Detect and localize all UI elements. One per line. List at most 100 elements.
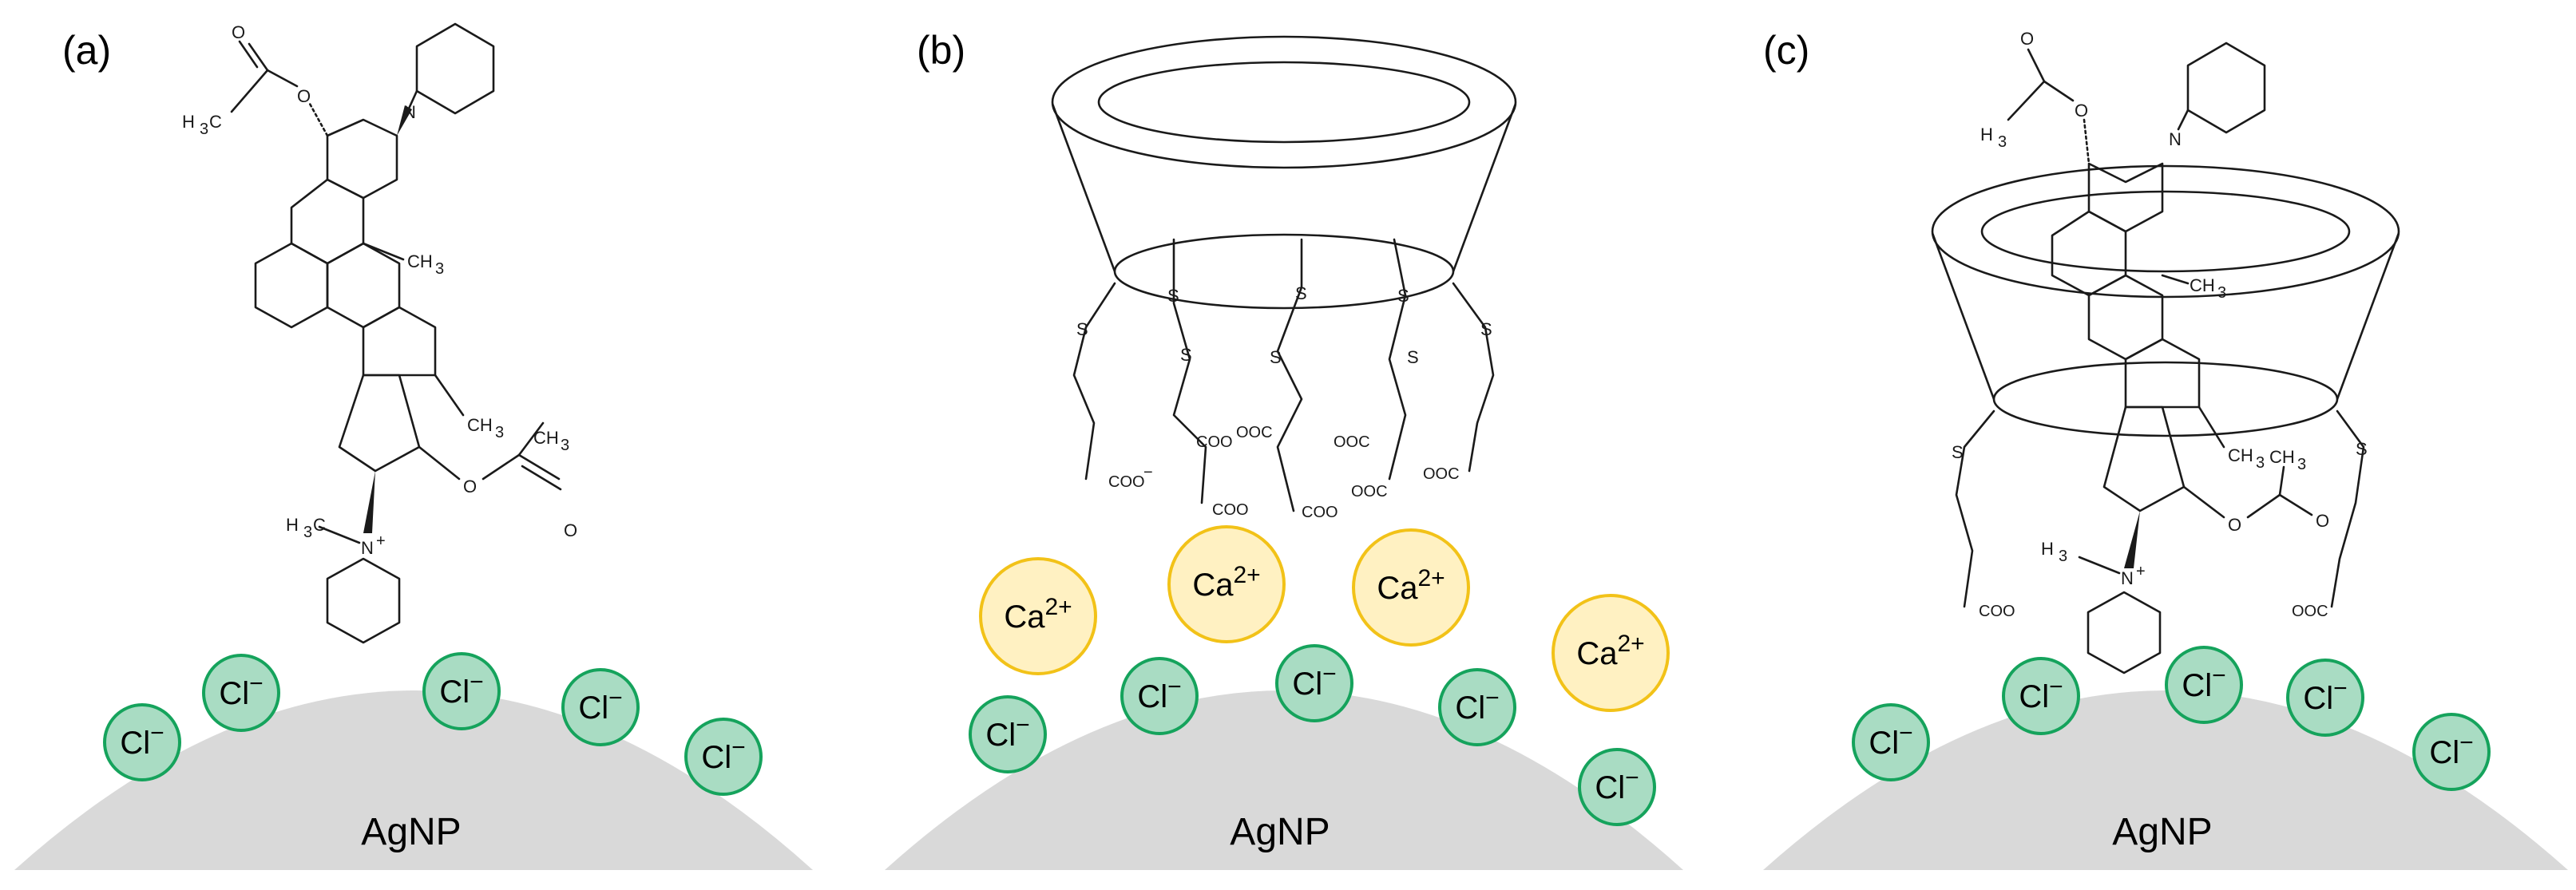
ions-layer: Cl− Cl− Cl− Cl− Cl− Cl− Cl− Cl− Cl− Cl− Cl− Cl− Cl− C… <box>103 525 2491 826</box>
chloride-ion: Cl− <box>2002 657 2080 735</box>
chloride-ion: Cl− <box>2412 713 2491 791</box>
svg-text:Cl−: Cl− <box>578 685 622 726</box>
svg-text:Cl−: Cl− <box>439 669 483 710</box>
atom-s: S <box>2356 439 2368 459</box>
chloride-ion: Cl− <box>1275 644 1353 722</box>
atom-subscript: 3 <box>200 121 208 138</box>
carboxylate-label: OOC <box>1334 433 1370 451</box>
calcium-ion: Ca2+ <box>1167 525 1286 643</box>
panel-label-c: (c) <box>1763 28 1809 73</box>
atom-ch3: CH <box>2228 445 2253 465</box>
vecuronium-molecule-c: N O O H 3 CH 3 CH 3 O O CH 3 N + H 3 <box>1980 29 2329 674</box>
atom-s: S <box>1397 286 1409 306</box>
atom-o: O <box>463 477 477 496</box>
agnp-surface-c <box>1763 690 2568 870</box>
svg-text:Cl−: Cl− <box>1869 720 1912 761</box>
atom-s: S <box>1180 345 1192 365</box>
atom-charge: + <box>2136 563 2146 580</box>
calcium-ion: Ca2+ <box>979 557 1097 675</box>
atom-s: S <box>1407 347 1419 367</box>
chloride-ion: Cl− <box>2286 659 2364 737</box>
svg-text:Cl−: Cl− <box>1137 674 1181 714</box>
panel-label-b: (b) <box>917 28 965 73</box>
atom-s: S <box>1295 283 1307 303</box>
carboxylate-label: COO <box>1196 433 1233 451</box>
atom-n: N <box>403 102 416 122</box>
chloride-ion: Cl− <box>103 703 181 781</box>
atom-ch3: CH <box>407 251 433 271</box>
atom-h3c: H <box>182 112 195 132</box>
atom-ch3: CH <box>533 428 559 448</box>
atom-n-plus: N <box>2121 568 2134 588</box>
calcium-ion: Ca2+ <box>1352 528 1470 647</box>
atom-ch3: CH <box>2269 447 2295 467</box>
atom-n-plus: N <box>361 538 374 558</box>
chloride-ion: Cl− <box>684 718 763 796</box>
atom-ch3: CH <box>467 415 493 435</box>
svg-text:Ca2+: Ca2+ <box>1004 594 1072 635</box>
atom-c: C <box>209 112 222 132</box>
carboxylate-label: COO <box>1212 501 1249 519</box>
vecuronium-molecule-a: N O O H 3 C CH 3 CH 3 O O CH 3 <box>182 22 577 644</box>
svg-text:Ca2+: Ca2+ <box>1377 565 1445 606</box>
carboxylate-label: OOC <box>1423 465 1460 483</box>
atom-o: O <box>232 22 245 42</box>
svg-text:Cl−: Cl− <box>219 670 263 711</box>
atom-c: C <box>313 515 326 535</box>
svg-text:Cl−: Cl− <box>701 734 745 775</box>
carboxylate-label: COO <box>1302 504 1338 521</box>
svg-text:Cl−: Cl− <box>1455 685 1499 726</box>
atom-subscript: 3 <box>2217 284 2226 302</box>
atom-subscript: 3 <box>303 524 312 541</box>
cyclodextrin-b <box>1051 35 1517 310</box>
atom-o: O <box>2075 101 2088 121</box>
atom-n: N <box>2169 129 2182 149</box>
svg-text:Cl−: Cl− <box>2303 675 2347 716</box>
atom-o: O <box>297 86 311 106</box>
carboxylate-label: OOC <box>1351 483 1388 500</box>
carboxylate-label: COO <box>1979 603 2015 620</box>
chloride-ion: Cl− <box>969 695 1047 773</box>
atom-o: O <box>2316 511 2329 531</box>
atom-s: S <box>1270 347 1282 367</box>
atom-subscript: 3 <box>495 424 504 441</box>
atom-s: S <box>1167 286 1179 306</box>
svg-text:Cl−: Cl− <box>2182 663 2225 703</box>
chloride-ion: Cl− <box>1852 703 1930 781</box>
svg-text:Cl−: Cl− <box>120 720 164 761</box>
chloride-ion: Cl− <box>422 652 501 730</box>
agnp-label-c: AgNP <box>2112 811 2212 853</box>
atom-subscript: 3 <box>435 260 444 278</box>
atom-h3c: H <box>1980 125 1993 144</box>
atom-s: S <box>1076 319 1088 339</box>
svg-text:Cl−: Cl− <box>2019 674 2063 714</box>
atom-charge: + <box>376 532 386 550</box>
svg-text:Cl−: Cl− <box>985 712 1029 753</box>
panel-label-a: (a) <box>62 28 111 73</box>
chloride-ion: Cl− <box>2165 646 2243 724</box>
agnp-label-b: AgNP <box>1230 811 1330 853</box>
svg-text:Cl−: Cl− <box>2429 730 2473 770</box>
atom-o: O <box>564 520 577 540</box>
svg-text:Ca2+: Ca2+ <box>1192 562 1260 603</box>
atom-subscript: 3 <box>561 437 569 454</box>
svg-text:Cl−: Cl− <box>1595 765 1639 805</box>
carboxylate-label: OOC <box>2292 603 2328 620</box>
carboxylate-label: OOC <box>1236 424 1273 441</box>
atom-h3c: H <box>2041 539 2054 559</box>
atom-subscript: 3 <box>2059 548 2067 565</box>
agnp-label-a: AgNP <box>361 811 461 853</box>
atom-o: O <box>2020 29 2034 49</box>
atom-subscript: 3 <box>2297 456 2306 473</box>
atom-h3c: H <box>286 515 299 535</box>
chloride-ion: Cl− <box>1120 657 1199 735</box>
calcium-ion: Ca2+ <box>1552 594 1670 712</box>
atom-subscript: 3 <box>2256 454 2265 472</box>
atom-subscript: 3 <box>1998 133 2007 151</box>
chloride-ion: Cl− <box>202 654 280 732</box>
atom-ch3: CH <box>2190 275 2215 295</box>
atom-charge: − <box>1143 464 1153 481</box>
svg-text:Ca2+: Ca2+ <box>1576 631 1644 671</box>
atom-o: O <box>2228 515 2241 535</box>
